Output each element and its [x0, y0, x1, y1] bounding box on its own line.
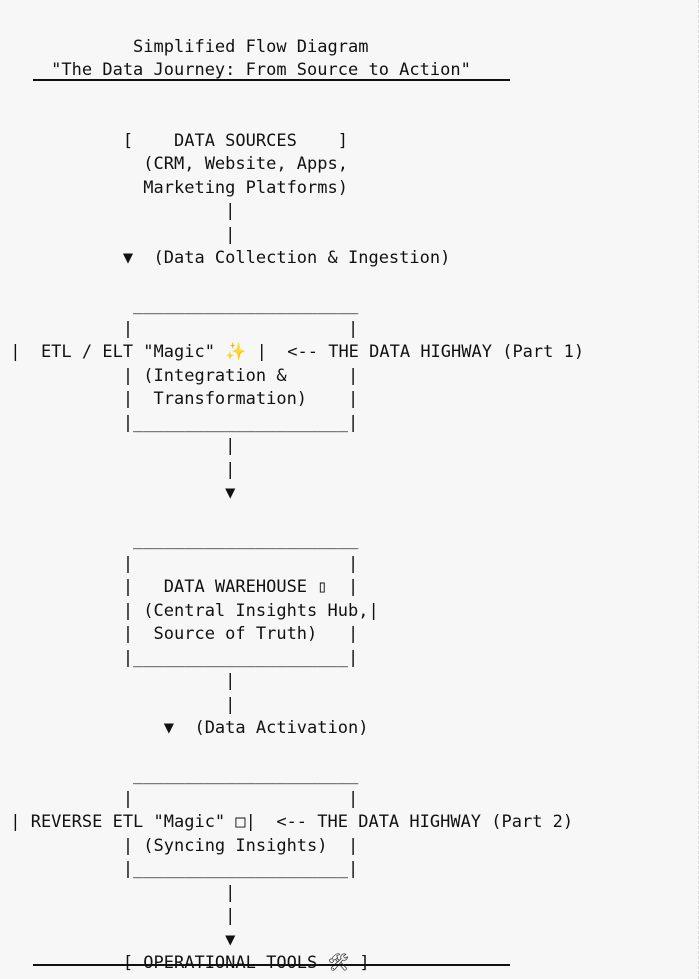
title-line: Simplified Flow Diagram [0, 36, 369, 57]
footer-divider [33, 964, 510, 966]
node-reverse-etl-title-row: | REVERSE ETL "Magic" □| <-- THE DATA HI… [0, 812, 574, 832]
node-reverse-etl-box-pad: | | [0, 788, 359, 809]
node-etl-title-row: | ETL / ELT "Magic" ✨ | <-- THE DATA HIG… [0, 342, 585, 362]
node-reverse-etl-box-top: ______________________ [0, 765, 359, 785]
node-etl-detail-1: | (Integration & | [0, 365, 359, 386]
connector-arrow: ▼ [0, 483, 236, 503]
node-etl-box-pad: | | [0, 318, 359, 339]
node-data-sources-detail-1: (CRM, Website, Apps, [0, 154, 348, 174]
spacer-line [0, 271, 698, 295]
spacer-line [0, 83, 698, 107]
connector-pipe: | [0, 671, 236, 691]
node-warehouse-box-pad: | | [0, 553, 359, 574]
connector-arrow: ▼ [0, 929, 236, 950]
connector-pipe: | [0, 882, 236, 903]
subtitle-line: "The Data Journey: From Source to Action… [0, 60, 471, 80]
connector-data-collection-arrow: ▼ (Data Collection & Ingestion) [0, 248, 451, 268]
connector-pipe: | [0, 201, 236, 221]
header-divider [33, 79, 510, 81]
node-etl-box-top: ______________________ [0, 295, 359, 315]
spacer-line [0, 106, 698, 130]
node-data-sources-title: [ DATA SOURCES ] [0, 130, 348, 151]
node-warehouse-detail-2: | Source of Truth) | [0, 624, 359, 644]
node-warehouse-box-top: ______________________ [0, 530, 359, 550]
node-warehouse-box-bottom: |_____________________| [0, 647, 359, 668]
node-operational-tools-title: [ OPERATIONAL TOOLS 🛠 ] [0, 953, 370, 973]
node-warehouse-detail-1: | (Central Insights Hub,| [0, 600, 379, 621]
connector-pipe: | [0, 459, 236, 480]
connector-pipe: | [0, 694, 236, 715]
node-etl-box-bottom: |_____________________| [0, 412, 359, 433]
node-warehouse-title-row: | DATA WAREHOUSE ▯ | [0, 577, 359, 597]
node-data-sources-detail-2: Marketing Platforms) [0, 177, 348, 198]
node-etl-detail-2: | Transformation) | [0, 389, 359, 409]
node-operational-tools-detail-1: (Marketing Automation, [0, 976, 698, 979]
spacer-line [0, 506, 698, 530]
connector-pipe: | [0, 224, 236, 245]
node-reverse-etl-detail-1: | (Syncing Insights) | [0, 835, 359, 856]
spacer-line [0, 741, 698, 765]
connector-data-activation-arrow: ▼ (Data Activation) [0, 718, 369, 738]
connector-pipe: | [0, 906, 236, 926]
node-reverse-etl-box-bottom: |_____________________| [0, 859, 359, 879]
connector-pipe: | [0, 436, 236, 456]
